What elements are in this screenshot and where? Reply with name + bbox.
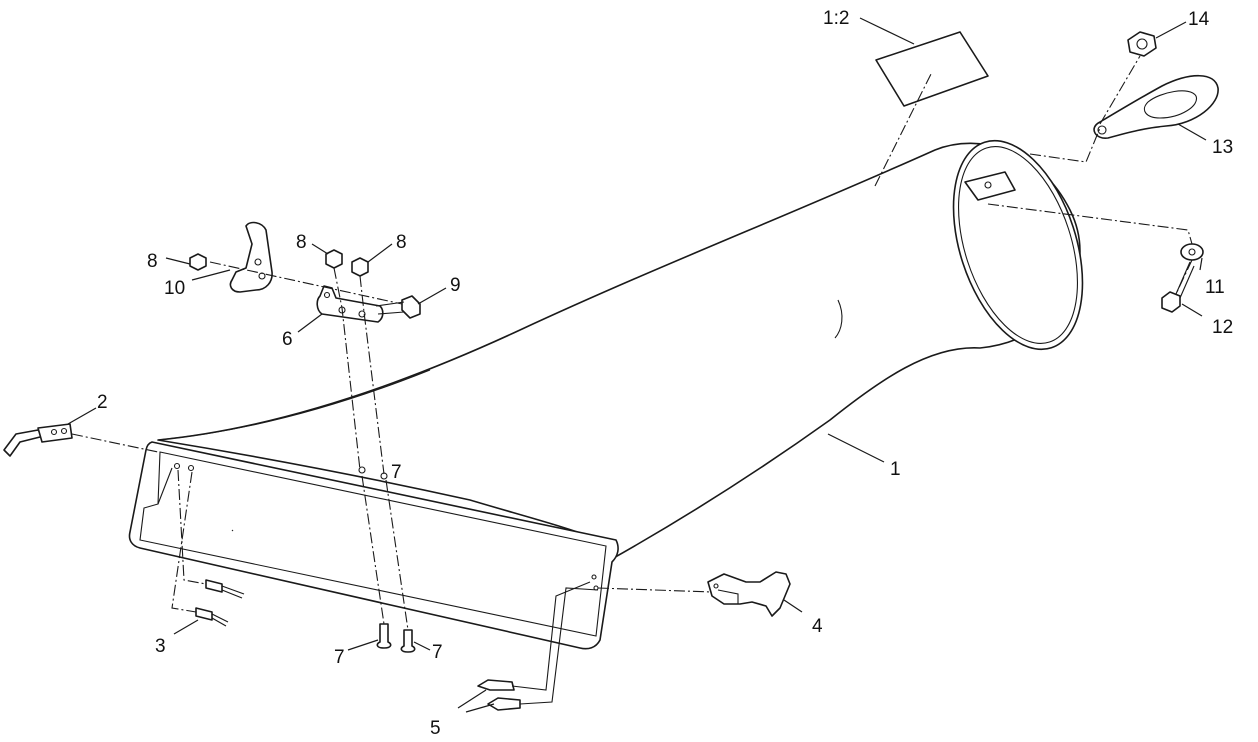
washer-11 [1180, 243, 1204, 261]
bolt-9 [375, 295, 421, 319]
bolt-12 [1161, 261, 1195, 313]
bracket-10 [229, 221, 273, 293]
assembly-lines [71, 55, 1193, 631]
nut-14 [1127, 31, 1157, 57]
callout-6: 6 [282, 329, 293, 350]
nut-8-center [325, 249, 343, 269]
bracket-6 [316, 285, 384, 323]
discharge-chute [128, 139, 1084, 650]
nut-8-right [351, 257, 369, 277]
decal-plate [875, 31, 989, 107]
callout-1: 1 [890, 459, 901, 480]
rivet-7-left [376, 623, 392, 649]
callout-4: 4 [812, 616, 823, 637]
callout-8-right: 8 [396, 232, 407, 253]
leader-lines [67, 17, 1207, 713]
callout-13: 13 [1212, 137, 1233, 158]
callout-7-left: 7 [334, 647, 345, 668]
cable-5 [477, 581, 599, 711]
latch-4 [707, 571, 791, 617]
callout-1-2: 1:2 [823, 8, 849, 29]
callout-3: 3 [155, 636, 166, 657]
nut-8-left [189, 253, 207, 271]
callout-7-right: 7 [432, 642, 443, 663]
callout-7-top: 7 [391, 462, 402, 483]
callout-2: 2 [97, 392, 108, 413]
callout-11: 11 [1205, 277, 1225, 298]
pin-3-lower [195, 607, 229, 627]
handle-13 [1093, 75, 1219, 139]
callout-8-left: 8 [147, 251, 158, 272]
latch-rod-2 [3, 423, 73, 457]
callout-9: 9 [450, 275, 461, 296]
callouts: 1:2 14 13 11 12 1 4 5 3 2 8 8 8 10 6 9 7… [97, 8, 1233, 739]
pin-3-upper [205, 579, 245, 599]
callout-12: 12 [1212, 317, 1233, 338]
callout-5: 5 [430, 718, 441, 739]
callout-14: 14 [1188, 9, 1210, 30]
callout-8-center: 8 [296, 232, 307, 253]
callout-10: 10 [164, 278, 185, 299]
rivet-7-right [400, 629, 416, 653]
